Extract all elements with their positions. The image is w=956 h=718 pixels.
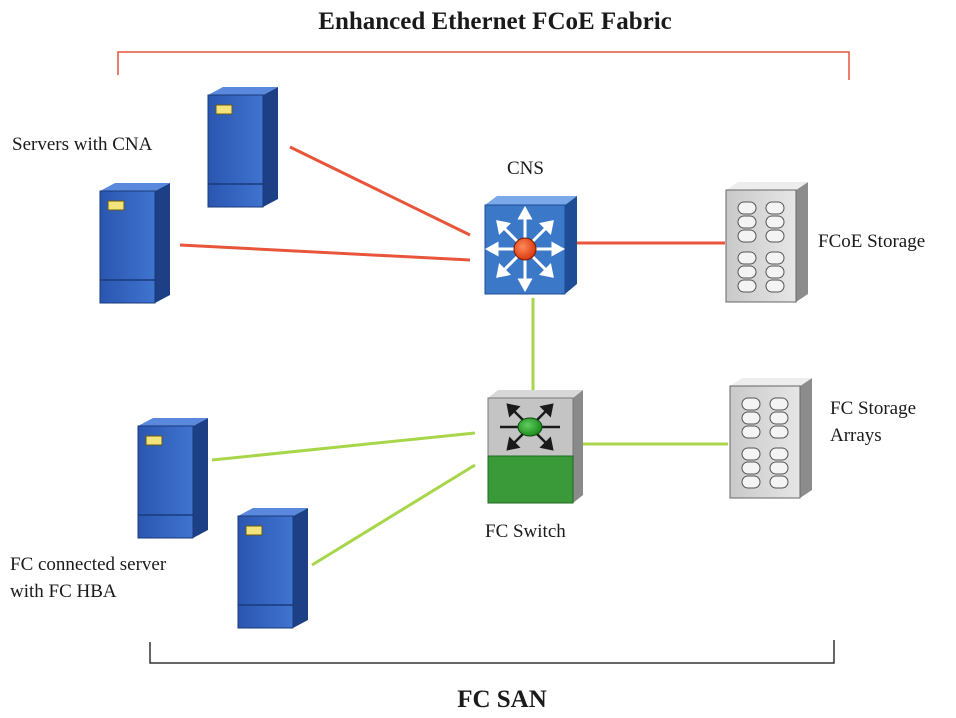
cns-switch-icon [484, 196, 577, 295]
fc-san-bracket [149, 640, 835, 664]
storage-array-icon [725, 181, 809, 303]
fc-storage-label-line1: FC Storage [830, 398, 917, 419]
fabric-title: Enhanced Ethernet FCoE Fabric [318, 8, 672, 35]
fcoe-storage-label: FCoE Storage [818, 231, 926, 252]
storage-array-icon [729, 377, 813, 499]
server-tower-icon [99, 182, 171, 304]
fcoe-fabric-bracket [117, 51, 850, 80]
servers-cna-label: Servers with CNA [12, 134, 153, 155]
fc-switch-label: FC Switch [485, 521, 566, 542]
server-tower-icon [137, 417, 209, 539]
fc-switch-icon [487, 390, 583, 504]
fc-storage-label-line2: Arrays [830, 425, 882, 446]
cns-label: CNS [507, 158, 544, 179]
san-title: FC SAN [457, 686, 547, 713]
link-fc-server2-switch [311, 463, 476, 567]
fc-server-label-line2: with FC HBA [10, 581, 117, 602]
fc-server-label-line1: FC connected server [10, 554, 167, 575]
server-tower-icon [207, 86, 279, 208]
link-server1-cns [289, 145, 471, 237]
link-server2-cns [179, 243, 471, 262]
server-tower-icon [237, 507, 309, 629]
link-fc-server1-switch [211, 431, 476, 462]
